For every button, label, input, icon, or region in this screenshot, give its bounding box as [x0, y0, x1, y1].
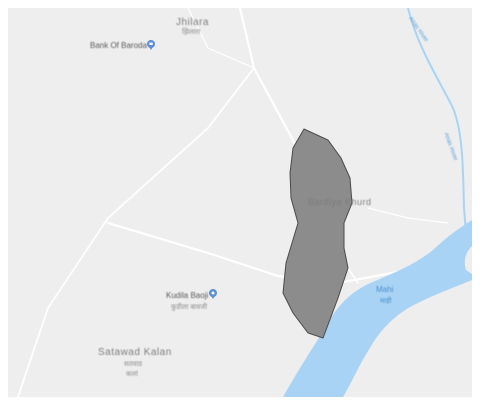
map-pin-icon[interactable] — [146, 40, 156, 50]
road-east — [367, 207, 449, 224]
place-label-jhilara-local: झिलारा — [182, 29, 201, 36]
map-canvas[interactable] — [8, 8, 472, 397]
place-label-jhilara: Jhilara — [176, 17, 209, 28]
place-label-satawad: Satawad Kalan — [98, 347, 172, 358]
place-label-satawad-local-1: सतवाड — [124, 361, 143, 368]
place-label-bardiya-local: बर्डिया — [330, 211, 346, 218]
poi-label-kudila-local: कुडीला बावजी — [171, 304, 208, 311]
mahi-river — [283, 220, 472, 397]
map-pin-icon[interactable] — [208, 289, 218, 299]
poi-label-kudila[interactable]: Kudila Baoji — [166, 291, 209, 300]
water-label-mahi-local: माही — [380, 298, 392, 305]
bardiya-boundary[interactable] — [282, 128, 353, 339]
land-area — [8, 8, 472, 397]
road-diagonal-west — [17, 67, 255, 397]
mahi-inlet — [464, 246, 472, 274]
road-minor-north — [187, 8, 255, 69]
water-label-mahi: Mahi — [376, 285, 394, 294]
place-label-satawad-local-2: कलां — [126, 371, 138, 378]
poi-label-bank[interactable]: Bank Of Baroda — [90, 41, 147, 50]
place-label-bardiya: Bardiya Khurd — [308, 197, 372, 207]
map-view[interactable]: Jhilara झिलारा Bank Of Baroda Bardiya Kh… — [8, 8, 472, 397]
anas-river — [407, 8, 467, 234]
